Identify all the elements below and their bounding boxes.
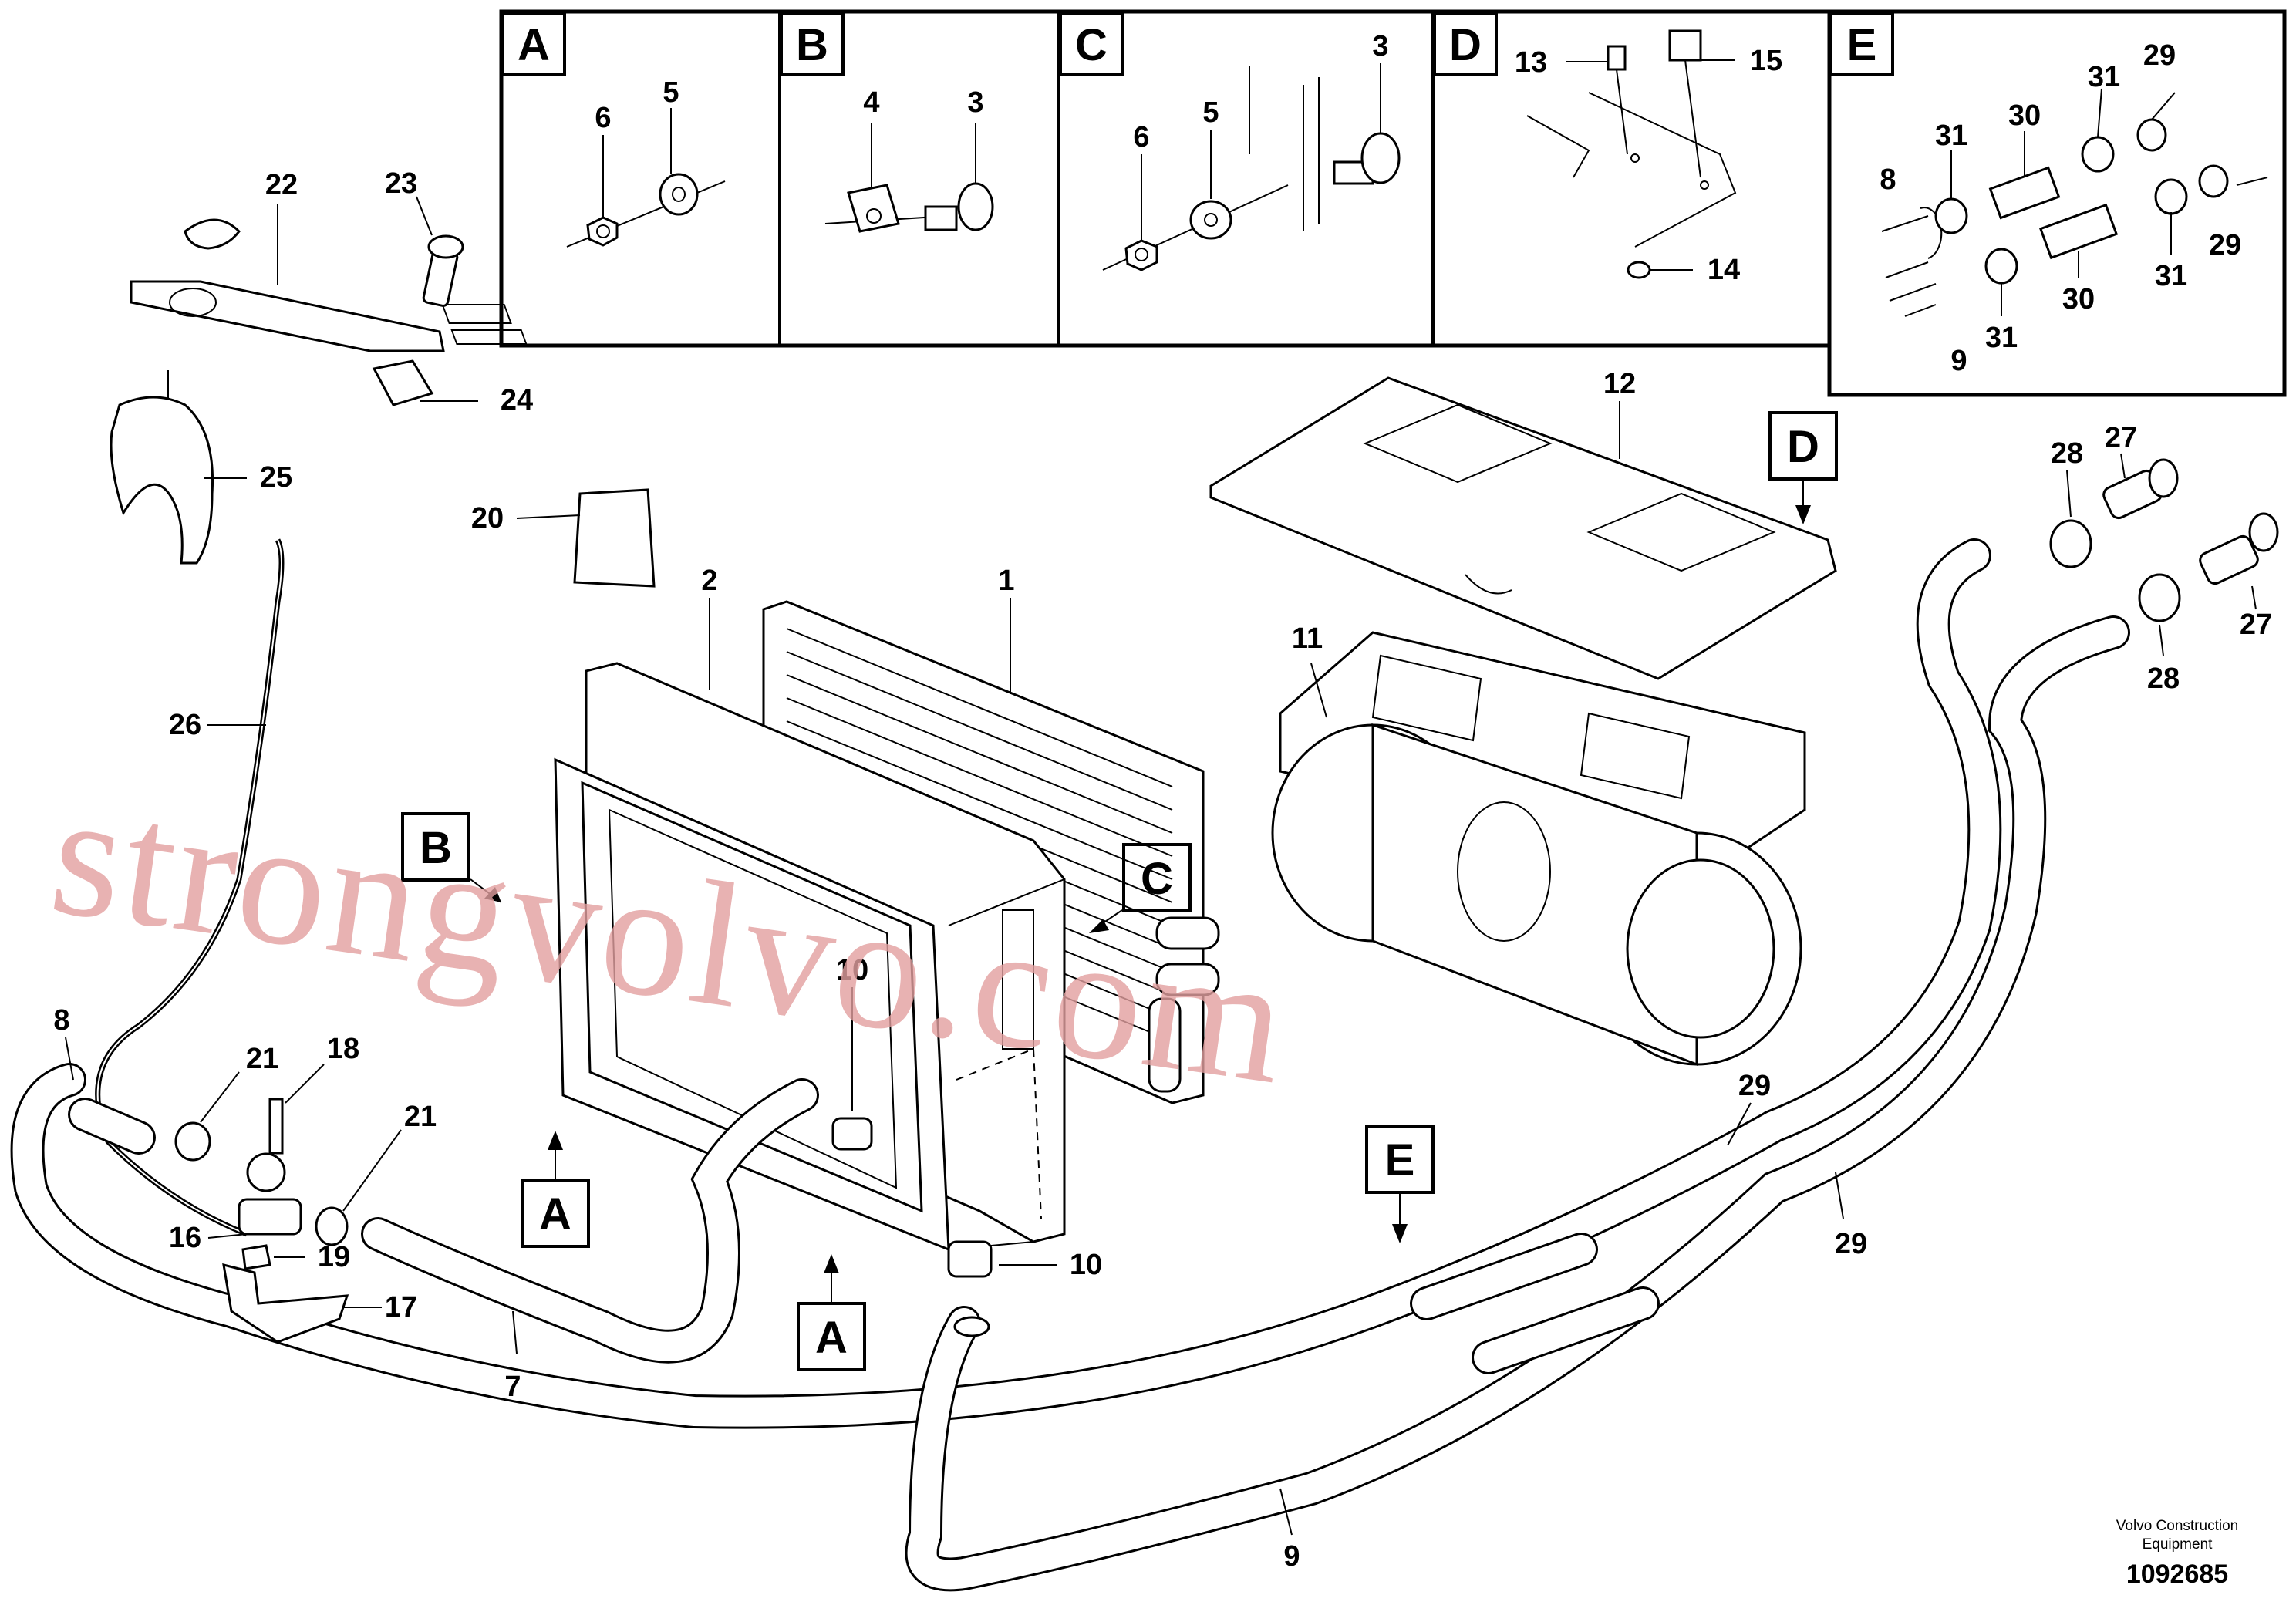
callout-18: 18 xyxy=(327,1033,359,1065)
callout-a-5: 5 xyxy=(663,76,679,109)
callout-e-31-a: 31 xyxy=(1935,120,1967,152)
view-marker-c: C xyxy=(1089,843,1192,933)
callout-27-a: 27 xyxy=(2105,422,2137,454)
callout-c-3: 3 xyxy=(1372,30,1388,62)
valve-assembly: 21 18 21 16 19 17 xyxy=(169,1033,437,1344)
callout-b-4: 4 xyxy=(863,86,879,119)
heater-assembly: 2 1 10 xyxy=(554,565,1220,1252)
svg-text:E: E xyxy=(1385,1135,1415,1185)
callout-27-b: 27 xyxy=(2240,609,2272,641)
panel-a-letter: A xyxy=(518,20,550,70)
callout-c-5: 5 xyxy=(1202,96,1219,129)
callout-20: 20 xyxy=(471,502,504,534)
footer-drawing-number: 1092685 xyxy=(2126,1560,2228,1589)
view-marker-a-2: A xyxy=(797,1254,866,1371)
hoses: 8 7 10 29 29 9 xyxy=(10,538,2130,1592)
panel-c-letter: C xyxy=(1075,20,1108,70)
callout-22: 22 xyxy=(265,169,298,201)
control-panel-assembly: 22 23 24 25 xyxy=(110,167,533,565)
callout-e-8: 8 xyxy=(1880,164,1896,196)
panel-c: C 6 5 3 xyxy=(1059,12,1401,271)
callout-25: 25 xyxy=(260,461,292,494)
callout-16: 16 xyxy=(169,1222,201,1254)
callout-12: 12 xyxy=(1603,368,1636,400)
callout-e-30-b: 30 xyxy=(2062,283,2095,315)
panel-e: E 31 30 29 8 31 29 9 xyxy=(1829,12,2268,377)
callout-8: 8 xyxy=(53,1004,69,1037)
svg-text:B: B xyxy=(420,823,452,873)
callout-e-9: 9 xyxy=(1950,345,1967,377)
callout-23: 23 xyxy=(385,167,417,200)
svg-text:C: C xyxy=(1141,854,1173,904)
sensor-assembly: 28 27 28 27 xyxy=(2049,422,2279,695)
view-marker-d: D xyxy=(1768,411,1838,524)
view-marker-a-1: A xyxy=(521,1131,590,1248)
panel-e-letter: E xyxy=(1847,20,1877,70)
callout-d-15: 15 xyxy=(1750,45,1782,77)
callout-26: 26 xyxy=(169,709,201,741)
panel-b-letter: B xyxy=(796,20,828,70)
view-marker-e: E xyxy=(1365,1125,1435,1243)
callout-e-29-a: 29 xyxy=(2143,39,2176,72)
callout-29-b: 29 xyxy=(1835,1228,1867,1260)
callout-e-31-c: 31 xyxy=(1985,322,2018,354)
blower-assembly: 11 xyxy=(1271,622,1806,1067)
view-markers: B C D E A A xyxy=(401,411,1838,1371)
callout-d-14: 14 xyxy=(1708,254,1740,286)
callout-28-a: 28 xyxy=(2051,437,2083,470)
callout-19: 19 xyxy=(318,1241,350,1273)
callout-29-a: 29 xyxy=(1738,1070,1771,1102)
callout-17: 17 xyxy=(385,1291,417,1324)
panel-b: B 4 3 xyxy=(780,12,994,233)
callout-10-b: 10 xyxy=(1070,1249,1102,1281)
callout-24: 24 xyxy=(501,384,533,416)
callout-c-6: 6 xyxy=(1133,121,1149,153)
cover-plate: 12 xyxy=(1209,368,1837,680)
callout-d-13: 13 xyxy=(1515,46,1547,79)
callout-21-b: 21 xyxy=(404,1101,437,1133)
callout-2: 2 xyxy=(701,565,717,597)
callout-11: 11 xyxy=(1292,622,1323,655)
callout-e-30-a: 30 xyxy=(2008,99,2041,132)
footer-company-line1: Volvo Construction xyxy=(2116,1518,2238,1534)
footer-company-line2: Equipment xyxy=(2143,1536,2213,1553)
panel-a: A 6 5 xyxy=(501,12,726,248)
svg-text:A: A xyxy=(815,1313,848,1363)
callout-21-a: 21 xyxy=(246,1043,278,1075)
callout-28-b: 28 xyxy=(2147,663,2180,695)
callout-1: 1 xyxy=(998,565,1014,597)
label-20-sticker: 20 xyxy=(471,488,656,588)
panel-d-letter: D xyxy=(1449,20,1482,70)
panel-d: D 13 15 14 xyxy=(1433,12,1782,286)
callout-7: 7 xyxy=(504,1371,521,1403)
detail-panels: A 6 5 B 4 3 C xyxy=(499,9,2287,397)
callout-e-29-b: 29 xyxy=(2209,229,2241,261)
callout-10-a: 10 xyxy=(836,954,868,986)
view-marker-b: B xyxy=(401,812,502,903)
cable-26: 26 xyxy=(95,538,285,1237)
callout-a-6: 6 xyxy=(595,102,611,134)
footer: Volvo Construction Equipment 1092685 xyxy=(2116,1518,2238,1589)
callout-e-31-d: 31 xyxy=(2155,260,2187,292)
callout-b-3: 3 xyxy=(967,86,983,119)
svg-text:D: D xyxy=(1787,422,1819,472)
svg-text:A: A xyxy=(539,1189,571,1239)
callout-9: 9 xyxy=(1283,1540,1300,1573)
callout-e-31-b: 31 xyxy=(2088,61,2120,93)
